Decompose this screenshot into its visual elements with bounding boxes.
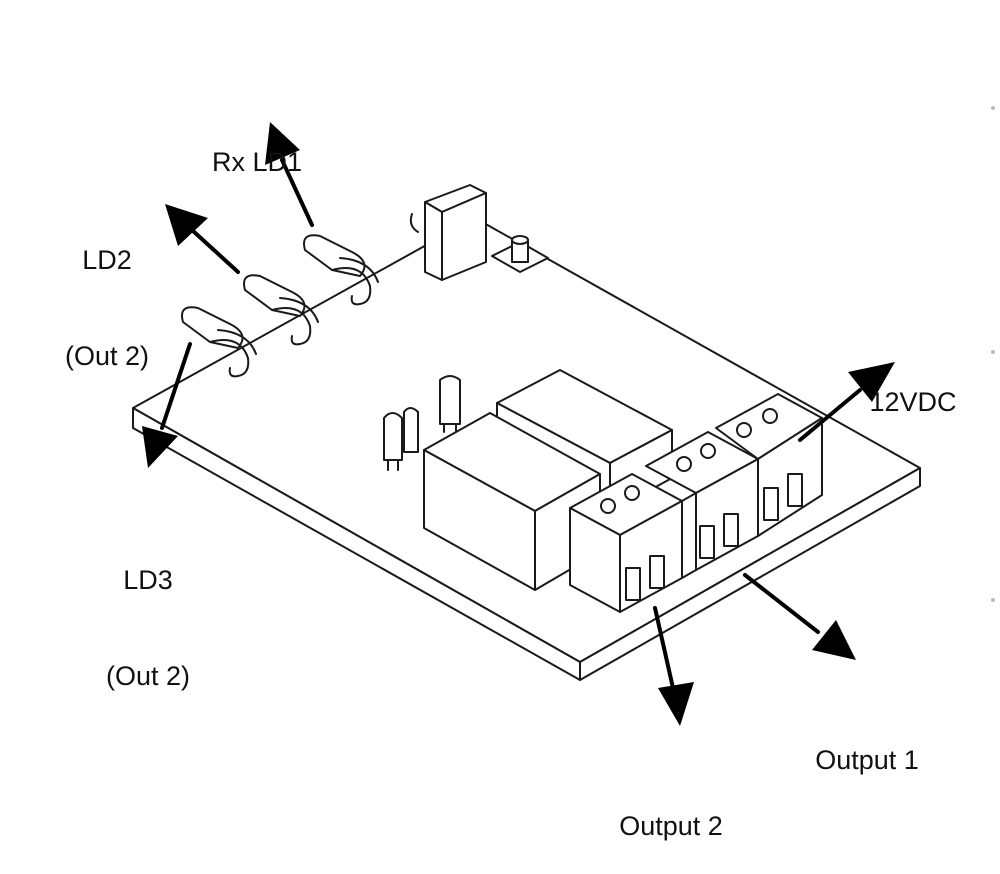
capacitor-block: [409, 184, 487, 281]
arrow-rx-ld1: [265, 122, 314, 227]
label-rx-ld1: Rx LD1: [182, 82, 332, 210]
label-12vdc-text: 12VDC: [869, 387, 957, 417]
label-output-2: Output 2: [596, 746, 746, 874]
led-ld3: [181, 306, 257, 378]
arrow-12vdc: [798, 362, 895, 442]
arrow-output-2: [653, 606, 694, 726]
pushbutton: [491, 235, 549, 273]
small-capacitors: [383, 375, 461, 471]
label-ld2: LD2 (Out 2): [32, 180, 182, 404]
label-12vdc: 12VDC: [838, 322, 988, 450]
edge-dots: [991, 106, 995, 602]
circuit-board-diagram: [132, 106, 995, 726]
label-ld3-line2: (Out 2): [105, 661, 191, 691]
terminal-block-2: [645, 431, 759, 579]
label-output-1-text: Output 1: [815, 745, 919, 775]
label-rx-ld1-text: Rx LD1: [211, 147, 303, 177]
label-output-1: Output 1: [792, 680, 942, 808]
label-output-2-text: Output 2: [619, 811, 723, 841]
label-ld2-line1: LD2: [82, 245, 132, 275]
label-ld3-line1: LD3: [123, 565, 173, 595]
arrow-ld2: [165, 204, 240, 274]
label-ld2-line2: (Out 2): [64, 341, 150, 371]
label-ld3: LD3 (Out 2): [73, 500, 223, 724]
led-ld2: [243, 274, 319, 346]
arrow-output-1: [743, 573, 856, 660]
arrow-ld3: [142, 342, 192, 468]
terminal-block-3: [715, 393, 823, 537]
led-ld1: [303, 234, 379, 306]
